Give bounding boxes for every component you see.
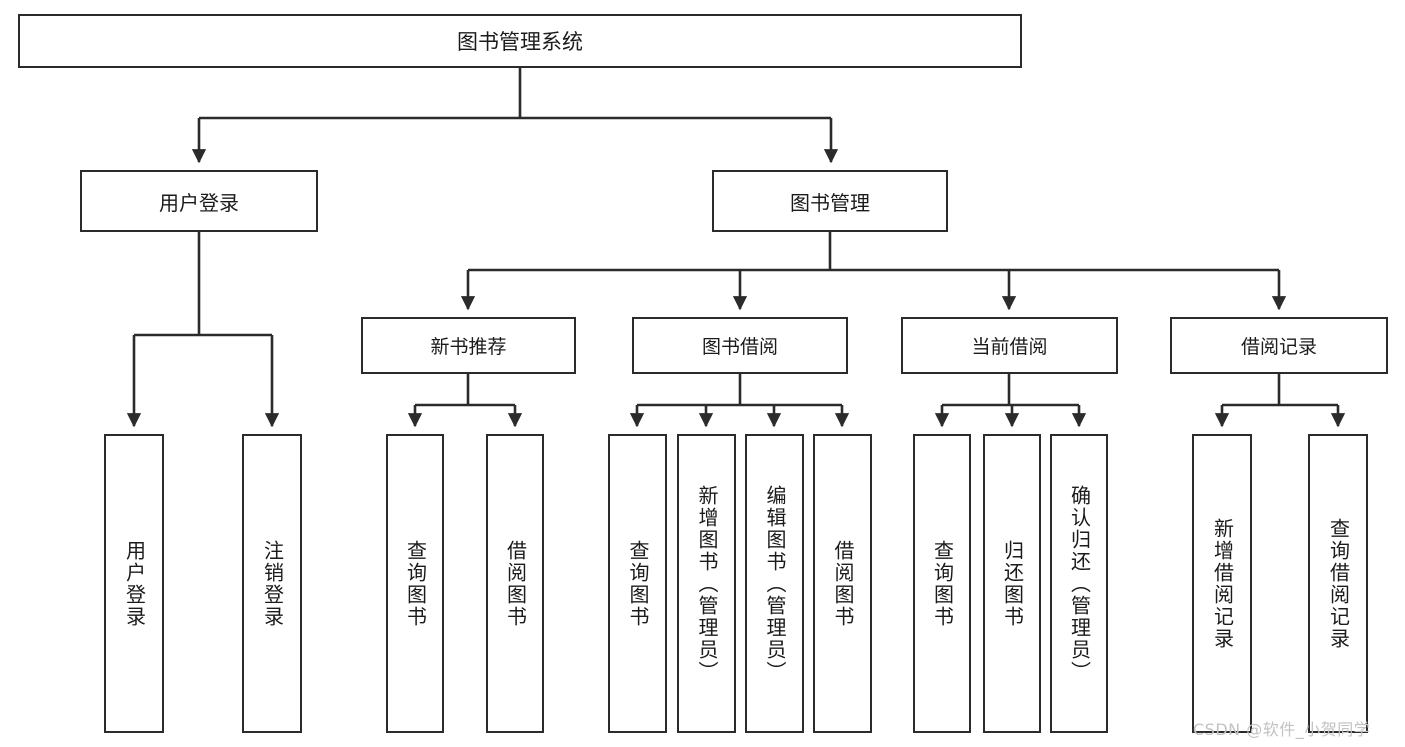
- leaf-query-book[interactable]: 查询图书: [608, 434, 667, 733]
- node-book-management[interactable]: 图书管理: [712, 170, 948, 232]
- leaf-query-borrow-record-label: 查询借阅记录: [1326, 517, 1351, 650]
- leaf-borrow-book-new[interactable]: 借阅图书: [486, 434, 544, 733]
- leaf-return-book[interactable]: 归还图书: [983, 434, 1041, 733]
- leaf-add-book-admin[interactable]: 新增图书（管理员）: [677, 434, 736, 733]
- leaf-edit-book-admin[interactable]: 编辑图书（管理员）: [745, 434, 804, 733]
- leaf-logout-label: 注销登录: [260, 539, 285, 628]
- node-root-label: 图书管理系统: [457, 30, 583, 54]
- leaf-confirm-return-admin-label: 确认归还（管理员）: [1067, 484, 1092, 683]
- leaf-query-book-new[interactable]: 查询图书: [386, 434, 444, 733]
- leaf-query-borrow-record[interactable]: 查询借阅记录: [1308, 434, 1368, 733]
- node-user-login-label: 用户登录: [159, 190, 239, 215]
- node-user-login[interactable]: 用户登录: [80, 170, 318, 232]
- leaf-query-book-label: 查询图书: [626, 539, 650, 628]
- leaf-return-book-label: 归还图书: [1000, 539, 1025, 628]
- node-book-borrow[interactable]: 图书借阅: [632, 317, 848, 374]
- leaf-borrow-book[interactable]: 借阅图书: [813, 434, 872, 733]
- leaf-user-login[interactable]: 用户登录: [104, 434, 164, 733]
- leaf-borrow-book-new-label: 借阅图书: [503, 539, 528, 628]
- leaf-confirm-return-admin[interactable]: 确认归还（管理员）: [1050, 434, 1108, 733]
- leaf-query-book-current-label: 查询图书: [930, 539, 955, 628]
- node-book-management-label: 图书管理: [790, 190, 870, 215]
- node-root[interactable]: 图书管理系统: [18, 14, 1022, 68]
- node-current-borrow-label: 当前借阅: [971, 336, 1048, 358]
- leaf-query-book-current[interactable]: 查询图书: [913, 434, 971, 733]
- leaf-add-book-admin-label: 新增图书（管理员）: [695, 484, 719, 683]
- leaf-logout[interactable]: 注销登录: [242, 434, 302, 733]
- leaf-edit-book-admin-label: 编辑图书（管理员）: [763, 484, 787, 683]
- leaf-query-book-new-label: 查询图书: [403, 539, 428, 628]
- leaf-add-borrow-record[interactable]: 新增借阅记录: [1192, 434, 1252, 733]
- leaf-add-borrow-record-label: 新增借阅记录: [1210, 517, 1235, 650]
- node-borrow-record-label: 借阅记录: [1240, 336, 1317, 358]
- leaf-borrow-book-label: 借阅图书: [831, 539, 855, 628]
- csdn-watermark: CSDN @软件_小贺同学: [1193, 720, 1371, 739]
- node-new-book-recommend[interactable]: 新书推荐: [361, 317, 576, 374]
- node-new-book-recommend-label: 新书推荐: [430, 336, 507, 358]
- node-borrow-record[interactable]: 借阅记录: [1170, 317, 1388, 374]
- node-current-borrow[interactable]: 当前借阅: [901, 317, 1118, 374]
- leaf-user-login-label: 用户登录: [122, 539, 147, 628]
- node-book-borrow-label: 图书借阅: [701, 336, 778, 358]
